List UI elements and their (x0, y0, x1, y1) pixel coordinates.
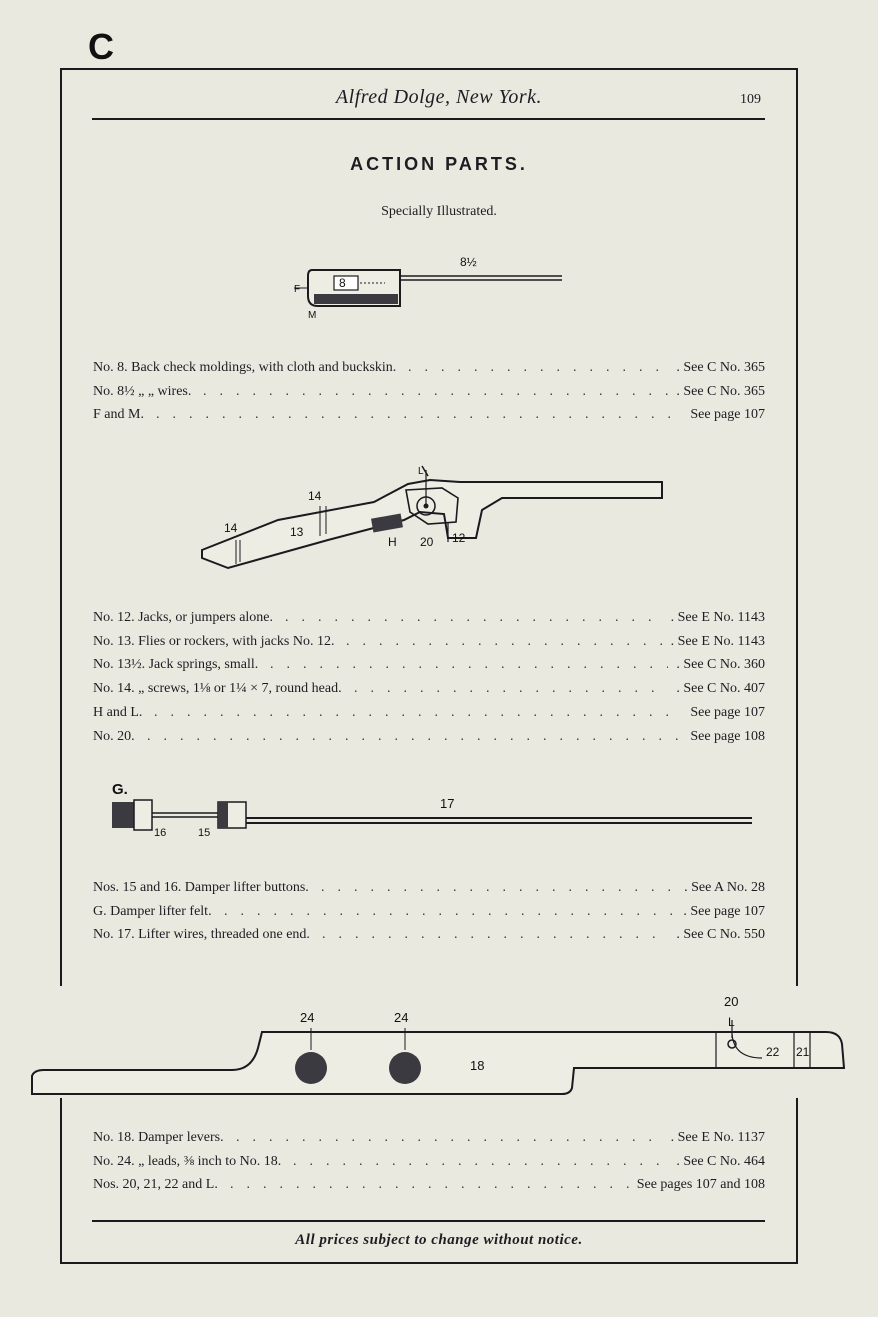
entry-label: Nos. 15 and 16. Damper lifter buttons. (93, 880, 309, 895)
leader-dots: ........................................… (147, 729, 682, 744)
entry-reference: . See E No. 1143 (670, 634, 765, 649)
entry-label: F and M. (93, 407, 144, 422)
entry-reference: . See E No. 1143 (670, 610, 765, 625)
entry-reference: . See C No. 464 (676, 1154, 765, 1169)
catalog-entry: No. 13½. Jack springs, small............… (93, 655, 765, 675)
catalog-entry: No. 17. Lifter wires, threaded one end..… (93, 925, 765, 945)
catalog-section-letter: C (88, 26, 114, 67)
entry-label: No. 13½. Jack springs, small. (93, 657, 259, 672)
fig-label: 17 (440, 796, 454, 811)
leader-dots: ........................................… (230, 1177, 629, 1192)
entry-reference: . See E No. 1137 (670, 1130, 765, 1145)
fig-label: F (294, 284, 300, 295)
leader-dots: ........................................… (293, 1154, 668, 1169)
frame-gap (57, 986, 65, 1098)
damper-lever-figure: 24 24 18 20 L 22 21 (31, 994, 846, 1095)
fig-label: 18 (470, 1058, 484, 1073)
catalog-entry: No. 8. Back check moldings, with cloth a… (93, 358, 765, 378)
page-frame (60, 68, 798, 1264)
catalog-entry: No. 8½ „ „ wires........................… (93, 382, 765, 402)
fig-label: 14 (308, 489, 322, 503)
entry-reference: . See C No. 407 (676, 681, 765, 696)
lifter-wire-figure: G. 16 15 17 (112, 781, 752, 839)
fig-label: H (388, 535, 397, 549)
catalog-entry: H and L.................................… (93, 703, 765, 723)
fig-label: 13 (290, 525, 304, 539)
fig-label: M (308, 310, 316, 321)
running-header: Alfred Dolge, New York. (335, 86, 543, 108)
entry-label: No. 8. Back check moldings, with cloth a… (93, 360, 397, 375)
entry-label: No. 14. „ screws, 1⅛ or 1¼ × 7, round he… (93, 681, 342, 696)
fig-label: 24 (394, 1010, 408, 1025)
entry-reference: . See A No. 28 (684, 880, 765, 895)
leader-dots: ........................................… (321, 880, 676, 895)
leader-dots: ........................................… (354, 681, 668, 696)
leader-dots: ........................................… (236, 1130, 663, 1145)
entry-label: No. 13. Flies or rockers, with jacks No.… (93, 634, 335, 649)
entry-reference: See page 108 (690, 729, 765, 744)
entry-label: No. 24. „ leads, ⅜ inch to No. 18. (93, 1154, 282, 1169)
entry-reference: See pages 107 and 108 (636, 1177, 765, 1192)
catalog-entry: No. 24. „ leads, ⅜ inch to No. 18.......… (93, 1152, 765, 1172)
header-rule (92, 118, 765, 120)
fig-label: 8 (339, 276, 346, 290)
entry-label: G. Damper lifter felt. (93, 904, 212, 919)
catalog-entry: No. 14. „ screws, 1⅛ or 1¼ × 7, round he… (93, 679, 765, 699)
fig-label: 14 (224, 521, 238, 535)
catalog-entry: F and M.................................… (93, 405, 765, 425)
leader-dots: ........................................… (203, 384, 668, 399)
entry-label: No. 18. Damper levers. (93, 1130, 224, 1145)
catalog-entry: No. 13. Flies or rockers, with jacks No.… (93, 632, 765, 652)
fig-label: 24 (300, 1010, 314, 1025)
fig-label: 16 (154, 827, 166, 839)
catalog-entry: Nos. 15 and 16. Damper lifter buttons...… (93, 878, 765, 898)
entry-label: No. 8½ „ „ wires. (93, 384, 192, 399)
entry-reference: . See C No. 365 (676, 360, 765, 375)
leader-dots: ........................................… (156, 407, 682, 422)
leader-dots: ........................................… (346, 634, 663, 649)
leader-dots: ........................................… (322, 927, 668, 942)
entry-label: No. 12. Jacks, or jumpers alone. (93, 610, 274, 625)
entry-label: No. 20. (93, 729, 135, 744)
entry-label: Nos. 20, 21, 22 and L. (93, 1177, 218, 1192)
catalog-entry: No. 12. Jacks, or jumpers alone.........… (93, 608, 765, 628)
leader-dots: ........................................… (285, 610, 663, 625)
entry-reference: See page 107 (690, 407, 765, 422)
entry-label: H and L. (93, 705, 143, 720)
catalog-entry: No. 18. Damper levers...................… (93, 1128, 765, 1148)
jack-fly-figure: 14 14 13 H 20 12 L (201, 465, 663, 570)
entry-reference: See page 107 (690, 705, 765, 720)
catalog-entry: No. 20..................................… (93, 727, 765, 747)
section-subtitle: Specially Illustrated. (381, 204, 497, 219)
leader-dots: ........................................… (270, 657, 668, 672)
entry-reference: . See C No. 365 (676, 384, 765, 399)
entry-reference: . See page 107 (683, 904, 765, 919)
section-title: ACTION PARTS. (350, 154, 528, 174)
footer-rule (92, 1220, 765, 1222)
entry-label: No. 17. Lifter wires, threaded one end. (93, 927, 310, 942)
fig-label: L (728, 1015, 735, 1029)
fig-label: 22 (766, 1045, 780, 1059)
page-number: 109 (740, 92, 761, 107)
fig-label: 20 (724, 994, 738, 1009)
fig-label: 20 (420, 535, 434, 549)
fig-label: 8½ (460, 255, 477, 269)
fig-label: G. (112, 781, 128, 798)
fig-label: L (418, 466, 424, 477)
entry-reference: . See C No. 550 (676, 927, 765, 942)
fig-label: 12 (452, 531, 466, 545)
catalog-entry: Nos. 20, 21, 22 and L...................… (93, 1175, 765, 1195)
leader-dots: ........................................… (408, 360, 668, 375)
leader-dots: ........................................… (154, 705, 682, 720)
fig-label: 21 (796, 1045, 810, 1059)
leader-dots: ........................................… (224, 904, 675, 919)
fig-label: 15 (198, 827, 210, 839)
footer-note: All prices subject to change without not… (295, 1232, 583, 1248)
entry-reference: . See C No. 360 (676, 657, 765, 672)
back-check-figure: 8 8½ F M (294, 255, 562, 321)
catalog-entry: G. Damper lifter felt...................… (93, 902, 765, 922)
